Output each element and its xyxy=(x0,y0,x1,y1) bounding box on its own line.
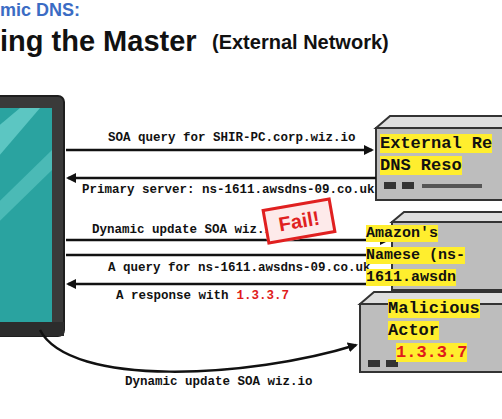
resolver-server xyxy=(376,116,502,200)
message-label: Primary server: ns-1611.awsdns-09.co.uk xyxy=(82,183,375,198)
server-label: Malicious Actor xyxy=(388,299,480,340)
text-block: Malicious Actor xyxy=(388,297,502,341)
attacker-server xyxy=(360,292,502,372)
request-arrow xyxy=(66,254,388,257)
slide-title: ing the Master xyxy=(0,24,197,58)
message-label: A query for ns-1611.awsdns-09.co.uk xyxy=(108,261,371,276)
message-arrows xyxy=(40,150,390,372)
text-block: Amazon's Namese (ns-1611.awsdn xyxy=(366,222,498,288)
message-label: A response with xyxy=(116,289,229,304)
message-label: SOA query for SHIR-PC.corp.wiz.io xyxy=(108,131,356,146)
message-label: Dynamic update SOA wiz.io xyxy=(125,375,313,390)
computer-monitor xyxy=(0,96,64,336)
attacker-box: Malicious Actor 1.3.3.7 xyxy=(388,297,502,363)
response-arrow xyxy=(68,177,376,180)
nameserver-box: Amazon's Namese (ns-1611.awsdn xyxy=(366,222,498,288)
text-block: 1.3.3.7 xyxy=(388,341,502,363)
ip-address: 1.3.3.7 xyxy=(237,289,290,304)
message-label: Dynamic update SOA wiz.io xyxy=(92,223,280,238)
request-arrow xyxy=(66,239,388,242)
title-note: (External Network) xyxy=(212,30,389,54)
response-arrow xyxy=(68,283,390,286)
text-block: External Re DNS Reso xyxy=(380,132,502,176)
request-arrow xyxy=(66,149,372,152)
slide-subtitle: mic DNS: xyxy=(0,0,80,20)
curved-arrow xyxy=(40,330,356,372)
dns-resolver-box: External Re DNS Reso xyxy=(380,132,502,176)
stamp-text: Fail! xyxy=(277,206,321,236)
server-label: External Re DNS Reso xyxy=(380,134,492,175)
server-label: Amazon's Namese (ns-1611.awsdn xyxy=(366,225,465,286)
ip-address: 1.3.3.7 xyxy=(396,343,467,362)
fail-stamp: Fail! xyxy=(261,197,336,245)
